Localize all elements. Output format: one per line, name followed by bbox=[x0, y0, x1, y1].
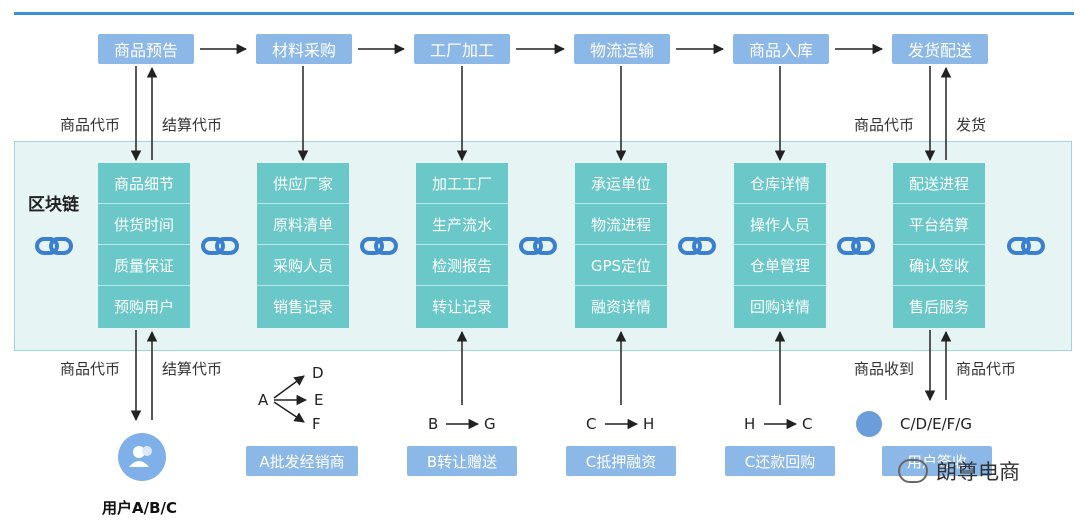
mortgage-button: C抵押融资 bbox=[566, 446, 676, 476]
chain-cell: 供货时间 bbox=[98, 204, 190, 245]
process-step-6: 发货配送 bbox=[892, 34, 988, 64]
process-step-4: 物流运输 bbox=[574, 34, 670, 64]
process-step-2: 材料采购 bbox=[256, 34, 352, 64]
edge-label: 商品代币 bbox=[60, 360, 121, 378]
flow-from: H bbox=[744, 415, 756, 433]
chain-cell: 物流进程 bbox=[575, 204, 667, 245]
flow-to: C bbox=[802, 415, 813, 433]
chain-cell: 加工工厂 bbox=[416, 163, 508, 204]
flow-to: G bbox=[484, 415, 496, 433]
fanout-target: F bbox=[312, 415, 321, 433]
chain-column-4: 承运单位 物流进程 GPS定位 融资详情 bbox=[575, 163, 667, 328]
edge-label: 结算代币 bbox=[162, 116, 223, 134]
users-glyph bbox=[129, 446, 152, 467]
edge-label: 发货 bbox=[956, 116, 987, 134]
chain-cell: 确认签收 bbox=[893, 245, 985, 286]
chain-cell: 操作人员 bbox=[734, 204, 826, 245]
edge-label: 商品收到 bbox=[854, 360, 915, 378]
flow-to: H bbox=[643, 415, 655, 433]
chain-cell: 供应厂家 bbox=[257, 163, 349, 204]
chain-cell: 承运单位 bbox=[575, 163, 667, 204]
chain-cell: 售后服务 bbox=[908, 298, 969, 316]
chain-link-icon bbox=[360, 237, 398, 255]
chain-cell: 仓库详情 bbox=[734, 163, 826, 204]
dealer-button: A批发经销商 bbox=[246, 446, 358, 476]
chain-cell: 商品细节 bbox=[98, 163, 190, 204]
chain-column-1: 商品细节 供货时间 质量保证 预购用户 bbox=[98, 163, 190, 328]
chain-column-5: 仓库详情 操作人员 仓单管理 回购详情 bbox=[734, 163, 826, 328]
arrow-fan bbox=[273, 375, 305, 399]
top-rule bbox=[14, 12, 1074, 15]
chain-cell: 原料清单 bbox=[257, 204, 349, 245]
blockchain-label: 区块链 bbox=[28, 195, 79, 215]
chain-cell: 平台结算 bbox=[893, 204, 985, 245]
chain-cell: 生产流水 bbox=[416, 204, 508, 245]
process-step-5: 商品入库 bbox=[733, 34, 829, 64]
chain-link-icon bbox=[837, 237, 875, 255]
chain-cell: 回购详情 bbox=[749, 298, 810, 316]
flow-from: B bbox=[428, 415, 439, 433]
fanout-target: D bbox=[312, 364, 324, 382]
chain-cell: 转让记录 bbox=[431, 298, 492, 316]
chain-cell: 融资详情 bbox=[590, 298, 651, 316]
chain-column-6: 配送进程 平台结算 确认签收 售后服务 bbox=[893, 163, 985, 328]
user-icon bbox=[856, 411, 882, 437]
chain-cell: 仓单管理 bbox=[734, 245, 826, 286]
chain-link-icon bbox=[678, 237, 716, 255]
chain-cell: 采购人员 bbox=[257, 245, 349, 286]
edge-label: 商品代币 bbox=[956, 360, 1017, 378]
chain-column-2: 供应厂家 原料清单 采购人员 销售记录 bbox=[257, 163, 349, 328]
arrow-fan bbox=[273, 401, 305, 423]
process-step-3: 工厂加工 bbox=[414, 34, 510, 64]
chain-cell: GPS定位 bbox=[575, 245, 667, 286]
chain-cell: 检测报告 bbox=[416, 245, 508, 286]
watermark: 朗尊电商 bbox=[898, 456, 1020, 486]
chain-link-icon bbox=[35, 237, 73, 255]
edge-label: 结算代币 bbox=[162, 360, 223, 378]
flow-from: C bbox=[586, 415, 597, 433]
users-icon bbox=[118, 433, 166, 481]
chain-link-icon bbox=[201, 237, 239, 255]
chain-cell: 销售记录 bbox=[272, 298, 333, 316]
user-label: 用户A/B/C bbox=[102, 499, 178, 517]
edge-label: 商品代币 bbox=[60, 116, 121, 134]
wechat-icon bbox=[898, 459, 928, 483]
watermark-text: 朗尊电商 bbox=[936, 460, 1020, 484]
repay-button: C还款回购 bbox=[725, 446, 835, 476]
chain-cell: 质量保证 bbox=[98, 245, 190, 286]
process-step-1: 商品预告 bbox=[98, 34, 194, 64]
chain-link-icon bbox=[519, 237, 557, 255]
transfer-button: B转让赠送 bbox=[407, 446, 517, 476]
edge-label: 商品代币 bbox=[854, 116, 915, 134]
fanout-target: E bbox=[314, 391, 324, 409]
fanout-source: A bbox=[258, 391, 269, 409]
chain-cell: 配送进程 bbox=[893, 163, 985, 204]
chain-link-icon bbox=[1007, 237, 1045, 255]
chain-column-3: 加工工厂 生产流水 检测报告 转让记录 bbox=[416, 163, 508, 328]
final-targets: C/D/E/F/G bbox=[900, 415, 972, 433]
chain-cell: 预购用户 bbox=[113, 298, 174, 316]
